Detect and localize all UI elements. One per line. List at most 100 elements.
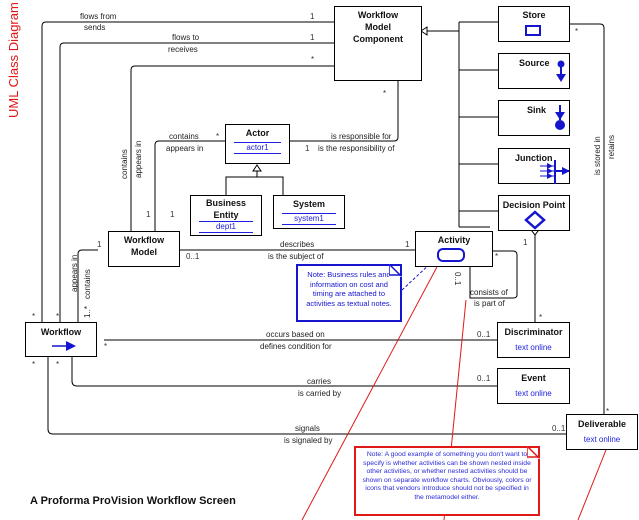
rectangle-icon <box>525 25 541 36</box>
mult-wm-workflow-1: 1 <box>97 240 102 249</box>
assoc-actor-wm <box>154 140 225 232</box>
mult-signals-01: 0..1 <box>552 424 566 433</box>
class-name: Workflow <box>40 327 82 337</box>
label-wm-appears-in: appears in <box>70 254 79 292</box>
assoc-signals <box>47 357 566 435</box>
class-name: Actor <box>245 128 270 138</box>
class-attribute: system1 <box>282 213 336 225</box>
assoc-responsible <box>290 80 399 142</box>
note-blue-connector <box>401 261 433 291</box>
class-system[interactable]: System system1 <box>273 195 345 229</box>
gen-triangle-wmc <box>420 26 428 36</box>
class-workflow[interactable]: Workflow <box>25 322 97 357</box>
mult-store: * <box>575 27 579 36</box>
label-is-part-of: is part of <box>474 299 505 308</box>
assoc-wm-wmc <box>130 65 334 232</box>
class-name: Workflow Model Component <box>353 10 403 44</box>
class-junction[interactable]: Junction <box>498 148 570 184</box>
class-sink[interactable]: Sink <box>498 100 570 136</box>
gen-triangle-actor <box>252 164 262 172</box>
class-name: Business Entity <box>205 198 247 220</box>
label-retains: retains <box>607 134 616 159</box>
note-good-example: Note: A good example of something you do… <box>354 446 540 516</box>
mult-workflow-b: * <box>56 312 60 321</box>
diamond-icon <box>524 210 546 230</box>
label-flows-to: flows to <box>172 33 200 42</box>
class-source[interactable]: Source <box>498 53 570 89</box>
class-actor[interactable]: Actor actor1 <box>225 124 290 164</box>
gen-actor <box>225 171 284 195</box>
mult-describes-1: 1 <box>405 240 410 249</box>
class-discriminator[interactable]: Discriminator text online <box>497 322 570 358</box>
label-receives: receives <box>168 45 198 54</box>
mult-flows-from: 1 <box>310 12 315 21</box>
assoc-flows-from <box>41 21 334 322</box>
class-name: Activity <box>437 235 471 245</box>
label-sends: sends <box>84 23 106 32</box>
class-decision-point[interactable]: Decision Point <box>498 195 570 231</box>
class-event[interactable]: Event text online <box>497 368 570 404</box>
note-business-rules: Note: Business rules and information on … <box>296 264 402 322</box>
class-store[interactable]: Store <box>498 6 570 42</box>
class-business-entity[interactable]: Business Entity dept1 <box>190 195 262 236</box>
diagram-title: UML Class Diagram <box>6 2 21 118</box>
label-carries: carries <box>307 377 332 386</box>
mult-workflow-a: * <box>32 312 36 321</box>
class-name: Decision Point <box>502 200 566 210</box>
label-contains-vertical: contains <box>120 149 129 179</box>
mult-actor: * <box>216 132 220 141</box>
class-name: System <box>292 199 326 209</box>
label-subject-of: is the subject of <box>268 252 324 261</box>
assoc-consists <box>469 250 518 299</box>
class-name: Sink <box>527 105 547 115</box>
mult-wmc: * <box>311 55 315 64</box>
class-attribute: text online <box>515 389 552 398</box>
note-fold-icon-red <box>527 446 540 459</box>
class-attribute: text online <box>515 343 552 352</box>
mult-deliverable: * <box>606 407 610 416</box>
mult-describes-01: 0..1 <box>186 252 200 261</box>
class-deliverable[interactable]: Deliverable text online <box>566 414 638 450</box>
mult-responsible: 1 <box>305 144 310 153</box>
class-activity[interactable]: Activity <box>415 231 493 267</box>
mult-occurs-01: 0..1 <box>477 330 491 339</box>
label-wm-contains: contains <box>83 269 92 299</box>
mult-occurs-star: * <box>104 342 108 351</box>
label-describes: describes <box>280 240 315 249</box>
note-red-connector-3 <box>577 444 609 520</box>
label-responsibility-of: is the responsibility of <box>318 144 395 153</box>
label-is-stored-in: is stored in <box>593 136 602 175</box>
class-name: Junction <box>515 153 553 163</box>
mult-wm-workflow-1n: 1..* <box>83 305 92 318</box>
label-consists-of: consists of <box>470 288 508 297</box>
sink-arrow-icon <box>555 105 565 130</box>
arrow-right-icon <box>52 341 76 351</box>
class-name: Source <box>519 58 550 68</box>
mult-decision-1: 1 <box>523 238 528 247</box>
mult-consists: * <box>495 252 499 261</box>
mult-wm-1b: 1 <box>170 210 175 219</box>
class-attribute: actor1 <box>234 142 281 154</box>
label-responsible-for: is responsible for <box>331 132 392 141</box>
assoc-flows-to <box>59 42 334 322</box>
mult-workflow-d: * <box>56 360 60 369</box>
assoc-stored <box>544 23 605 414</box>
class-workflow-model-component[interactable]: Workflow Model Component <box>334 6 422 81</box>
class-name: Store <box>522 10 546 20</box>
label-carried-by: is carried by <box>298 389 342 398</box>
junction-icon <box>540 160 570 184</box>
class-workflow-model[interactable]: Workflow Model <box>108 231 180 267</box>
label-appears-in-vertical: appears in <box>134 140 143 178</box>
label-flows-from: flows from <box>80 12 117 21</box>
gen-components <box>426 21 498 228</box>
mult-consists-01: 0..1 <box>453 272 462 286</box>
note-fold-icon <box>389 264 402 277</box>
diagram-caption: A Proforma ProVision Workflow Screen <box>30 495 236 507</box>
class-name: Deliverable <box>577 419 627 429</box>
rounded-rect-icon <box>437 248 465 262</box>
mult-carries-01: 0..1 <box>477 374 491 383</box>
class-attribute: text online <box>583 435 621 444</box>
label-signals: signals <box>295 424 320 433</box>
mult-workflow-c: * <box>32 360 36 369</box>
